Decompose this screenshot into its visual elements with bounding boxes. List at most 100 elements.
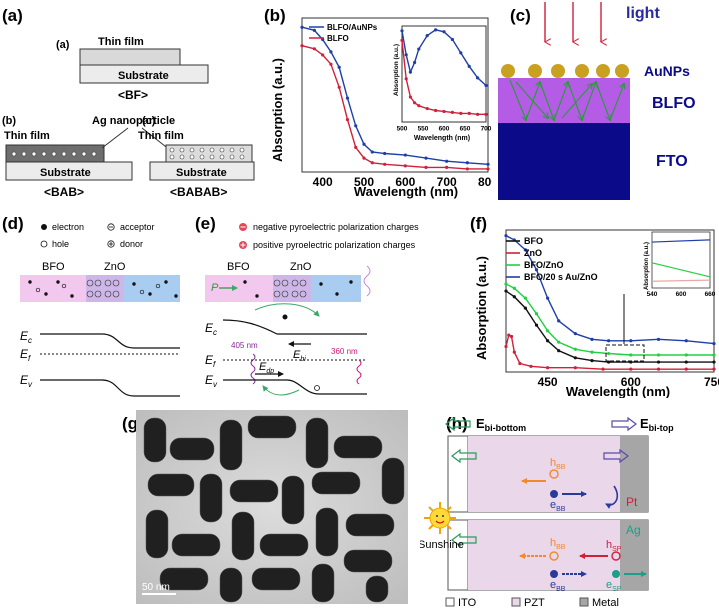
chart-f-point-0-5: [557, 349, 561, 353]
chart-b-point-0-7: [362, 142, 366, 146]
chart-b-inset-point-1-4: [417, 104, 421, 108]
h-legend-ito: ITO: [458, 597, 477, 609]
h-top-pt: [620, 436, 648, 512]
chart-f-ticklabel-2: 750: [704, 375, 719, 389]
svg-text:eBB: eBB: [550, 499, 566, 513]
chart-b-point-1-13: [465, 167, 469, 171]
chart-f-inset-ticklabel-0: 540: [647, 291, 658, 298]
chart-f-point-2-2: [523, 296, 528, 300]
chart-b-inset-point-0-4: [417, 47, 421, 51]
h-bottom-hbb: h: [550, 537, 556, 549]
bfo-zno-band-diagram: electron acceptor hole donor BFO ZnO Ec …: [20, 222, 180, 397]
e-ec-sub: c: [213, 328, 217, 337]
chart-f-inset-ylabel: Absorption (a.u.): [644, 242, 650, 290]
pyroelectric-band-diagram: negative pyroelectric polarization charg…: [205, 222, 419, 396]
chart-b-inset-point-0-3: [413, 60, 417, 65]
chart-b-inset-ticklabel-4: 700: [481, 126, 492, 133]
chart-f-inset-series-0: [651, 239, 711, 243]
h-ebi-bottom-sub: bi-bottom: [485, 423, 526, 433]
legend-electron: electron: [52, 222, 84, 232]
d-zno-label: ZnO: [104, 261, 126, 273]
chart-b-point-1-8: [370, 161, 374, 165]
reflection-arrows: [509, 79, 624, 120]
light-arrows: [545, 2, 601, 42]
h-hsp: h: [606, 539, 612, 551]
chart-f-point-3-2: [523, 248, 528, 252]
h-ebi-bottom-label: E: [476, 416, 485, 431]
babab-sub-label: (c): [142, 115, 156, 127]
legend-acceptor: acceptor: [120, 222, 155, 232]
legend-hole: hole: [52, 239, 69, 249]
chart-f-point-1-1: [507, 333, 511, 337]
d-junction-region: [86, 275, 124, 302]
chart-b-point-1-11: [424, 165, 428, 169]
chart-b-inset-ticklabel-1: 550: [418, 126, 429, 133]
chart-b-point-1-7: [362, 156, 366, 160]
svg-text:hSP: hSP: [606, 539, 622, 553]
chart-f-point-0-1: [512, 295, 516, 299]
chart-b-inset-point-0-7: [442, 30, 446, 34]
chart-f-ticklabel-1: 600: [621, 375, 641, 389]
chart-f-point-3-7: [590, 337, 594, 341]
chart-b-inset-point-0-8: [450, 37, 454, 42]
chart-b-point-1-0: [300, 44, 304, 48]
chart-b-ticklabel-0: 400: [313, 175, 333, 189]
svg-text:Ebi-top: Ebi-top: [640, 416, 674, 433]
h-top-ebb-sub: BB: [556, 506, 566, 513]
fto-label: FTO: [656, 153, 688, 170]
chart-f-point-3-3: [534, 268, 539, 272]
chart-b-point-0-13: [465, 161, 469, 165]
chart-b-legend: BLFO/AuNPs BLFO: [309, 23, 378, 43]
bab-substrate-label: Substrate: [40, 167, 91, 179]
chart-f-point-0-2: [523, 306, 528, 310]
babab-substrate: [149, 161, 255, 181]
thin-film-diagrams: (a) Thin film Substrate <BF> (b) Thin fi…: [2, 36, 255, 199]
d-ev-label: E: [20, 373, 29, 387]
chart-b-point-1-6: [354, 145, 358, 149]
chart-f-point-3-5: [557, 319, 561, 323]
chart-b-inset-point-0-1: [404, 53, 408, 57]
d-ef-label: E: [20, 347, 29, 361]
chart-b-ticklabel-3: 700: [437, 175, 457, 189]
chart-f-point-3-10: [656, 337, 661, 341]
chart-b-ticklabel-1: 500: [354, 175, 374, 189]
chart-b-point-0-6: [354, 124, 358, 128]
chart-b-point-0-11: [424, 156, 428, 160]
bab-ag-particles: [11, 151, 97, 157]
bf-sub-label: (a): [56, 39, 70, 51]
chart-f-point-2-10: [656, 353, 661, 357]
chart-b-inset-point-1-6: [434, 108, 438, 113]
chart-b-point-1-9: [383, 162, 387, 166]
babab-film-label: Thin film: [138, 130, 184, 142]
bab-caption: <BAB>: [44, 185, 84, 199]
chart-f-point-2-11: [684, 353, 688, 357]
e-junction-region: [273, 275, 311, 302]
chart-b-point-0-5: [345, 96, 350, 100]
chart-b-legend-0: BLFO/AuNPs: [327, 23, 378, 32]
chart-b-point-1-2: [321, 53, 325, 57]
svg-text:Ec: Ec: [20, 329, 32, 345]
chart-f-ylabel: Absorption (a.u.): [474, 256, 489, 360]
h-bottom-hbb-sub: BB: [556, 544, 566, 551]
svg-text:hBB: hBB: [550, 537, 566, 551]
chart-b-inset-point-1-0: [400, 38, 404, 43]
h-ebi-top-label: E: [640, 416, 649, 431]
panel-b: (b) Absorption (a.u.) Wavelength (nm) 40…: [262, 0, 492, 200]
chart-f-point-1-9: [629, 367, 633, 371]
chart-f-point-2-4: [546, 329, 550, 333]
aunp-particles: [501, 64, 629, 78]
chart-b-inset-point-0-11: [476, 76, 480, 80]
e-neg-label: negative pyroelectric polarization charg…: [253, 222, 419, 232]
svg-text:Ef: Ef: [205, 353, 216, 369]
bf-film-label: Thin film: [98, 36, 144, 48]
blfo-label: BLFO: [652, 95, 696, 112]
bf-caption: <BF>: [118, 88, 148, 102]
chart-b-inset-point-0-0: [400, 29, 404, 33]
chart-b-point-0-10: [403, 153, 407, 157]
e-bfo-region: [205, 275, 273, 302]
d-ev-sub: v: [28, 380, 33, 389]
e-360-label: 360 nm: [331, 347, 358, 356]
chart-f-point-3-11: [684, 339, 688, 343]
chart-b-point-0-8: [370, 150, 374, 154]
